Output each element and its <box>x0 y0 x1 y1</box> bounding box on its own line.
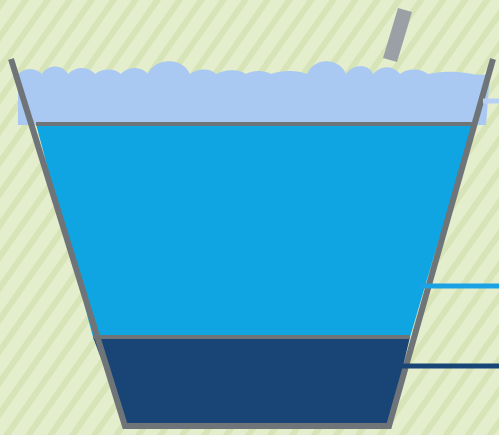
bottom-sediment-layer <box>93 337 410 424</box>
middle-liquid-layer <box>36 124 473 337</box>
